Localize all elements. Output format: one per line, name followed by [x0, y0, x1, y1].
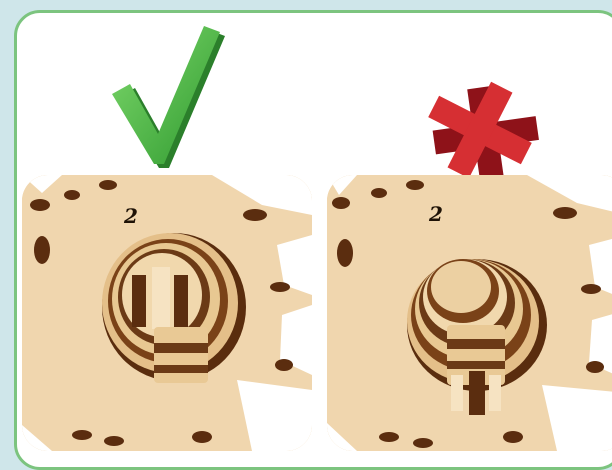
- correct-gear-illustration: 2: [22, 175, 312, 451]
- check-mark-icon: [108, 22, 226, 172]
- cross-mark-icon: [420, 78, 540, 183]
- gear-number-label: 2: [123, 204, 138, 228]
- incorrect-assembly-panel: 2: [327, 175, 612, 451]
- incorrect-gear-illustration: 2: [327, 175, 612, 451]
- gear-number-label: 2: [428, 202, 443, 226]
- correct-assembly-panel: 2: [22, 175, 312, 451]
